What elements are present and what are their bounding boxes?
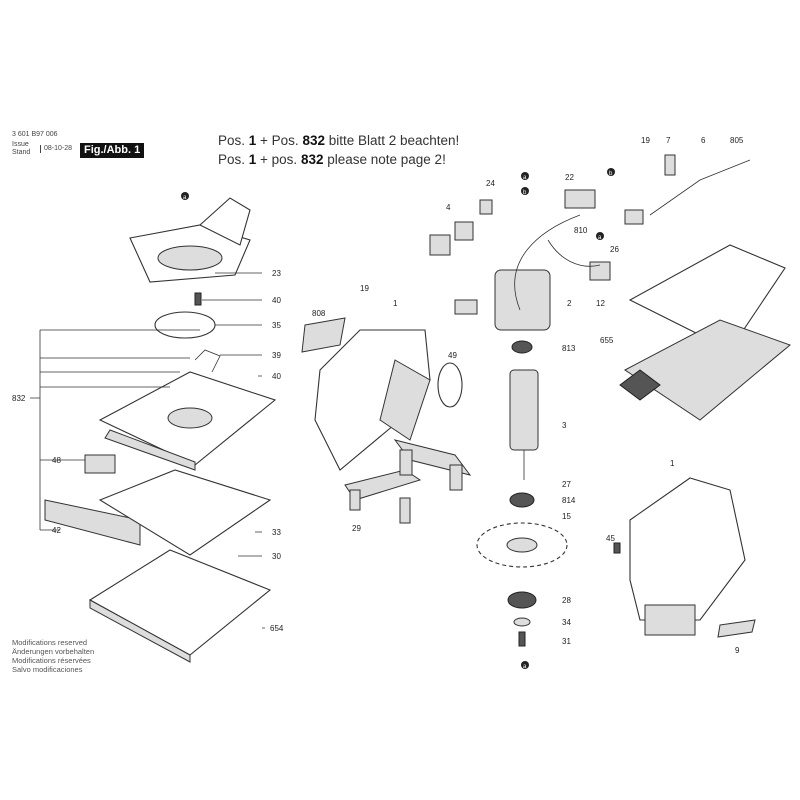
bearing-813-part [511,340,533,354]
label-6: 6 [701,136,706,145]
label-3: 3 [562,421,567,430]
sanding-pad-654-part [88,549,272,663]
label-40b: 40 [272,372,281,381]
label-808: 808 [312,309,326,318]
stand-label: Stand [12,149,31,156]
label-813: 813 [562,344,576,353]
label-33: 33 [272,528,281,537]
marker-b: b [609,171,613,177]
stator-2-part [494,269,551,331]
label-2: 2 [567,299,572,308]
marker-a: a [523,664,527,670]
screw-45-part [613,542,621,554]
label-48: 48 [52,456,61,465]
plate-33-part [98,469,272,556]
note-german: Pos. 1 + Pos. 832 bitte Blatt 2 beachten… [218,133,460,148]
housing-1-part [629,477,756,638]
label-9: 9 [735,646,740,655]
bearing-814-part [509,492,535,508]
label-40: 40 [272,296,281,305]
ring-35-part [154,311,216,339]
screw-40-part [194,292,202,306]
clip-39-part [194,349,221,373]
label-39: 39 [272,351,281,360]
seal-49-part [437,362,463,408]
wiring [514,214,601,311]
label-655: 655 [600,336,614,345]
fan-15-part [476,522,568,568]
cord-6-part [649,154,751,216]
part-labels: 23 40 35 39 40 33 30 654 832 48 42 808 1… [12,136,744,655]
label-832: 832 [12,394,26,403]
note-english: Pos. 1 + pos. 832 please note page 2! [218,152,446,167]
label-810: 810 [574,226,588,235]
label-7: 7 [666,136,671,145]
leader-lines-right [202,272,265,629]
label-12: 12 [596,299,605,308]
issue-date: 08-10-28 [40,145,72,153]
part-48 [84,454,116,474]
figure-label: Fig./Abb. 1 [80,143,145,158]
label-808-part [301,317,346,353]
label-805: 805 [730,136,744,145]
label-42: 42 [52,526,61,535]
switch-parts [429,189,644,315]
base-plate-part [98,371,277,471]
marker-b: b [523,190,527,196]
marker-a: a [523,175,527,181]
label-34: 34 [562,618,571,627]
label-15: 15 [562,512,571,521]
washer-34-part [513,617,531,627]
bracket-29-part [344,469,422,524]
leader-lines-left [40,329,200,531]
part-number: 3 601 B97 006 [12,131,58,138]
dust-adapter-part [129,197,251,283]
marker-a: a [183,195,187,201]
part-42 [44,499,141,546]
marker-a: a [598,235,602,241]
label-26: 26 [610,245,619,254]
connection-markers: a b a b a a [181,168,615,670]
housing-part [314,329,431,471]
bracket-832 [30,330,41,530]
label-27: 27 [562,480,571,489]
bearing-28-part [507,591,537,609]
label-1b: 1 [670,459,675,468]
dust-box-655-part [619,244,791,421]
screw-31-part [518,631,526,647]
armature-3-part [509,369,539,480]
label-35: 35 [272,321,281,330]
label-1: 1 [393,299,398,308]
label-30: 30 [272,552,281,561]
label-49: 49 [448,351,457,360]
bracket-right-part [393,439,472,491]
label-45: 45 [606,534,615,543]
issue-label: Issue [12,141,29,148]
label-29: 29 [352,524,361,533]
label-19b: 19 [641,136,650,145]
label-19: 19 [360,284,369,293]
label-4: 4 [446,203,451,212]
label-814: 814 [562,496,576,505]
label-31: 31 [562,637,571,646]
label-23: 23 [272,269,281,278]
label-24: 24 [486,179,495,188]
label-654: 654 [270,624,284,633]
label-22: 22 [565,173,574,182]
label-28: 28 [562,596,571,605]
